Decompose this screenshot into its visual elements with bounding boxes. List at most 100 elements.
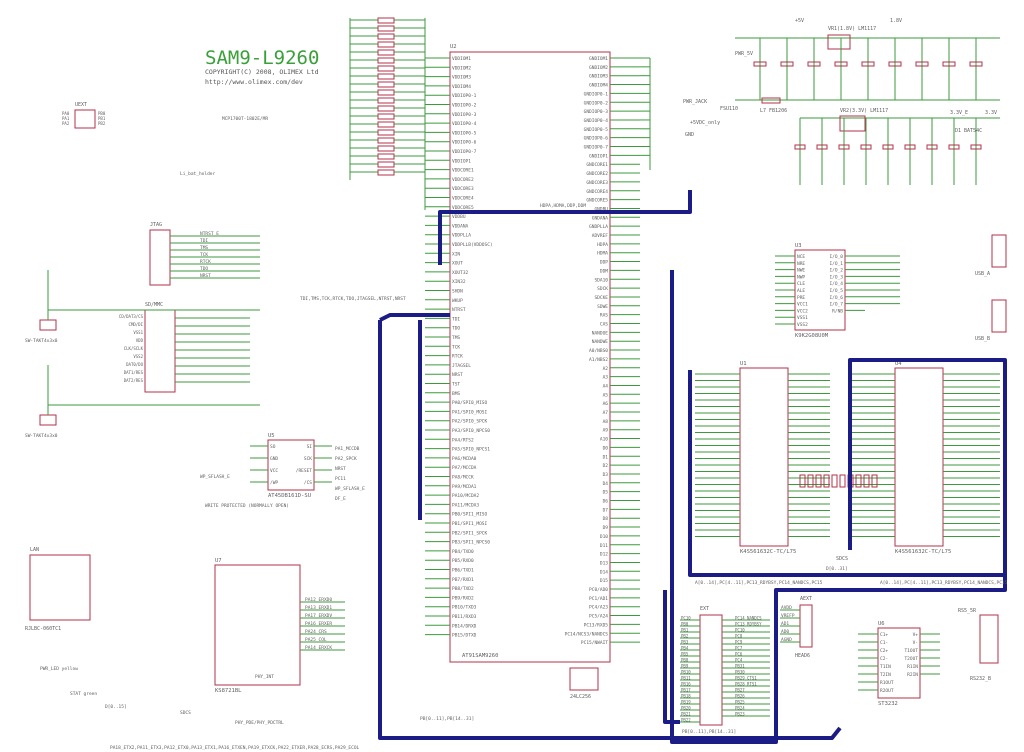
decoupling-capacitor bbox=[377, 97, 395, 104]
u2-pin-label: PB4/TXD0 bbox=[452, 549, 474, 555]
pin-label: PRE bbox=[797, 295, 805, 301]
u5-net-label: PA1_MCCDB bbox=[335, 446, 360, 452]
u2-pin-label: A0/NBS0 bbox=[589, 348, 608, 354]
u2-pin-label: VDDIOP0-6 bbox=[452, 140, 477, 146]
ext-net-label: PB31 bbox=[735, 664, 745, 669]
ext-net-label: PB28_RTS1 bbox=[735, 682, 757, 687]
ext-net-label: PB30 bbox=[735, 670, 745, 675]
ldo-label: MCP1700T-1802E/MR bbox=[222, 116, 268, 122]
filter-capacitor bbox=[838, 144, 850, 150]
u2-pin-label: GNDBU bbox=[594, 206, 608, 212]
pin-label: /CS bbox=[304, 480, 312, 486]
pin-label: GND bbox=[270, 456, 278, 462]
rs232-resistor-label: RS5_5R bbox=[958, 608, 977, 614]
pin-label: CLE bbox=[797, 281, 805, 287]
u2-pin-label: VDDIOM2 bbox=[452, 65, 471, 71]
u4-value-label: K4S561632C-TC/L75 bbox=[895, 549, 951, 555]
u2-pin-label: PB7/RXD1 bbox=[452, 577, 474, 583]
bus-net-label: A[0..14],PC[4..11],PC13_RDYBSY,PC14_NAND… bbox=[880, 580, 1008, 586]
u2-pin-label: VDDCORE1 bbox=[452, 168, 474, 174]
u2-pin-label: RTCK bbox=[452, 354, 463, 360]
phy-net-label: PA25_COL bbox=[305, 637, 327, 643]
u2-pin-label: D12 bbox=[600, 552, 608, 558]
u7-chip-body bbox=[214, 564, 301, 686]
sd-pin-label: VSS2 bbox=[133, 354, 143, 359]
aext-net-label: AD0 bbox=[781, 629, 789, 635]
u2-pin-label: D13 bbox=[600, 560, 608, 566]
aext-connector bbox=[799, 604, 813, 648]
u2-pin-label: PC15/NWAIT bbox=[581, 640, 608, 646]
pin-label: R2IN bbox=[907, 672, 918, 678]
pin-label: T1OUT bbox=[904, 648, 918, 654]
pin-label: NWP bbox=[797, 274, 805, 280]
pin-label: C1- bbox=[880, 640, 888, 646]
u3-ref-label: U3 bbox=[795, 243, 802, 249]
u2-pin-label: NANDWE bbox=[592, 339, 609, 345]
supply-label: 3.3V_E bbox=[950, 110, 968, 116]
sd-pin-label: DAT0/DO bbox=[126, 362, 143, 367]
ext-net-label: PB26 bbox=[735, 694, 745, 699]
u2-pin-label: PA4/RTS2 bbox=[452, 437, 474, 443]
u2-pin-label: A2 bbox=[603, 366, 609, 372]
u2-pin-label: A6 bbox=[603, 401, 609, 407]
filter-capacitor bbox=[807, 61, 821, 67]
filter-capacitor bbox=[794, 144, 806, 150]
u2-pin-label: D3 bbox=[603, 472, 609, 478]
u2-pin-label: PC14/NCS3/NANDCS bbox=[565, 631, 609, 637]
ext-net-label: PB3 bbox=[681, 640, 689, 645]
ext-net-label: PC8 bbox=[735, 634, 743, 639]
ext-connector bbox=[699, 614, 723, 726]
usb-connector bbox=[991, 234, 1007, 268]
u1-chip-body bbox=[739, 367, 789, 547]
bus-net-label: A[0..14],PC[4..11],PC13_RDYBSY,PC14_NAND… bbox=[695, 580, 823, 586]
u2-pin-label: A1/NBS2 bbox=[589, 357, 608, 363]
u2-pin-label: PB14/DRXD bbox=[452, 623, 477, 629]
ext-net-label: PB21 bbox=[681, 712, 691, 717]
u2-pin-label: A4 bbox=[603, 383, 609, 389]
u2-pin-label: A9 bbox=[603, 428, 609, 434]
u2-pin-label: PA2/SPI0_SPCK bbox=[452, 419, 488, 425]
u2-pin-label: TCK bbox=[452, 344, 460, 350]
u2-pin-label: D14 bbox=[600, 569, 608, 575]
sd-pin-label: DAT2/RES bbox=[124, 378, 144, 383]
u2-pin-label: PA11/MCDA3 bbox=[452, 502, 479, 508]
u2-pin-label: PB8/TXD2 bbox=[452, 586, 474, 592]
usb-label: USB_B bbox=[975, 336, 990, 342]
vr1-regulator bbox=[827, 34, 851, 50]
u2-pin-label: GNDIOM3 bbox=[589, 74, 608, 80]
u2-pin-label: PB3/SPI1_NPCS0 bbox=[452, 540, 490, 546]
ext-net-label: PC9 bbox=[735, 640, 743, 645]
ext-net-label: PB24 bbox=[735, 706, 745, 711]
u2-pin-label: A10 bbox=[600, 437, 608, 443]
u2-pin-label: PC13/RXD5 bbox=[584, 622, 609, 628]
ext-net-label: PB22 bbox=[681, 718, 691, 723]
uext-net-label: PA2 bbox=[62, 121, 70, 126]
ext-net-label: PB25 bbox=[735, 700, 745, 705]
u2-pin-label: PC4/A23 bbox=[589, 605, 608, 611]
filter-capacitor bbox=[816, 144, 828, 150]
u2-pin-label: A7 bbox=[603, 410, 609, 416]
decoupling-capacitor bbox=[377, 57, 395, 64]
bus-eth bbox=[378, 320, 842, 740]
u3-value-label: K9K2G08U0M bbox=[795, 333, 829, 339]
pin-label: VCC bbox=[270, 468, 278, 474]
pin-label: NCE bbox=[797, 254, 805, 260]
pin-label: T2IN bbox=[880, 672, 891, 678]
aext-net-label: AGND bbox=[781, 637, 792, 643]
sd-card-socket bbox=[144, 309, 176, 393]
u2-pin-label: D2 bbox=[603, 463, 609, 469]
jtag-net-label: TDI bbox=[200, 238, 208, 244]
pin-label: I/O_1 bbox=[829, 261, 843, 267]
u2-pin-label: PA8/MCCK bbox=[452, 475, 474, 481]
button-label: SW-TAKT4x3x0 bbox=[25, 433, 58, 439]
pin-label: R1IN bbox=[907, 664, 918, 670]
u2-pin-label: NRST bbox=[452, 372, 463, 378]
jtag-connector bbox=[149, 229, 171, 286]
sd-pin-label: DAT1/RES bbox=[124, 370, 144, 375]
push-button bbox=[39, 414, 57, 426]
bus-net-label: PB[0..11],PB[14..31] bbox=[420, 716, 474, 722]
u2-pin-label: PA0/SPI0_MISO bbox=[452, 400, 488, 406]
copyright-text: COPYRIGHT(C) 2008, OLIMEX Ltd bbox=[205, 68, 319, 76]
u2-pin-label: D9 bbox=[603, 525, 609, 531]
pin-label: I/O_5 bbox=[829, 288, 843, 294]
